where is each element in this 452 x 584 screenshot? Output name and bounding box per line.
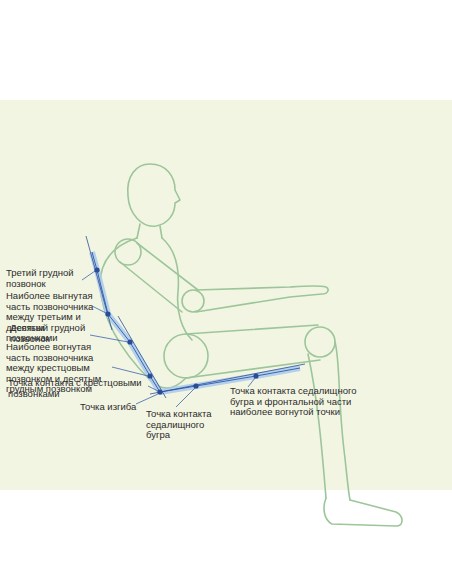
vertebra-label: Десятый грудной позвонок — [10, 323, 90, 344]
contact-point-label: Точка контакта с крестцовыми позвонками — [8, 378, 148, 399]
vertebra-label: Третий грудной позвонок — [6, 268, 84, 289]
contact-point-label: Точка контакта седалищного бугра и фронт… — [230, 386, 360, 418]
bend-point-label: Точка изгиба — [80, 402, 140, 413]
contact-point-label: Точка контакта седалищного бугра — [146, 409, 226, 441]
